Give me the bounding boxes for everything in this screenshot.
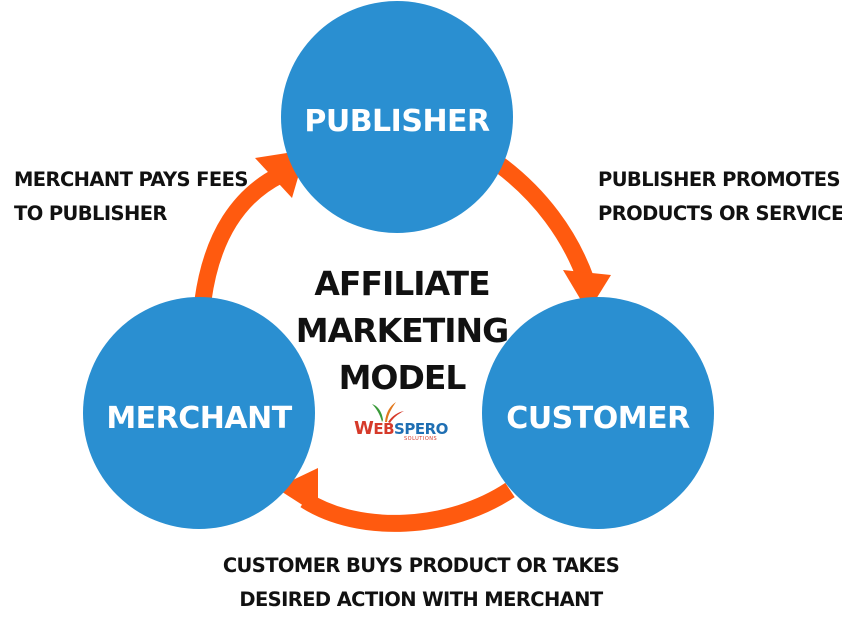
title-line-3: MODEL	[338, 358, 467, 397]
title-line-2: MARKETING	[295, 311, 509, 350]
arrow-publisher-to-customer	[494, 158, 611, 312]
note-merchant-pays-fees: MERCHANT PAYS FEES TO PUBLISHER	[14, 163, 248, 231]
customer-label: CUSTOMER	[506, 401, 690, 436]
webspero-logo: WEBSPERO SOLUTIONS	[350, 398, 460, 448]
note-line-2: PRODUCTS OR SERVICES	[598, 202, 842, 225]
logo-wordmark: WEBSPERO	[354, 418, 448, 439]
title-line-1: AFFILIATE	[314, 264, 490, 303]
node-customer: CUSTOMER	[482, 297, 714, 529]
logo-tagline: SOLUTIONS	[404, 436, 438, 442]
note-line-1: CUSTOMER BUYS PRODUCT OR TAKES	[222, 554, 620, 577]
arrow-customer-to-merchant	[276, 468, 515, 532]
diagram-title: AFFILIATE MARKETING MODEL	[292, 260, 512, 401]
logo-leaf-icon	[372, 402, 404, 423]
note-line-1: PUBLISHER PROMOTES	[598, 168, 841, 191]
node-merchant: MERCHANT	[83, 297, 315, 529]
note-line-2: DESIRED ACTION WITH MERCHANT	[239, 588, 603, 611]
note-customer-buys: CUSTOMER BUYS PRODUCT OR TAKES DESIRED A…	[0, 549, 842, 617]
note-line-2: TO PUBLISHER	[14, 202, 167, 225]
node-publisher: PUBLISHER	[281, 1, 513, 233]
note-publisher-promotes: PUBLISHER PROMOTES PRODUCTS OR SERVICES	[598, 163, 842, 231]
note-line-1: MERCHANT PAYS FEES	[14, 168, 248, 191]
publisher-label: PUBLISHER	[304, 104, 490, 139]
merchant-label: MERCHANT	[106, 401, 292, 436]
